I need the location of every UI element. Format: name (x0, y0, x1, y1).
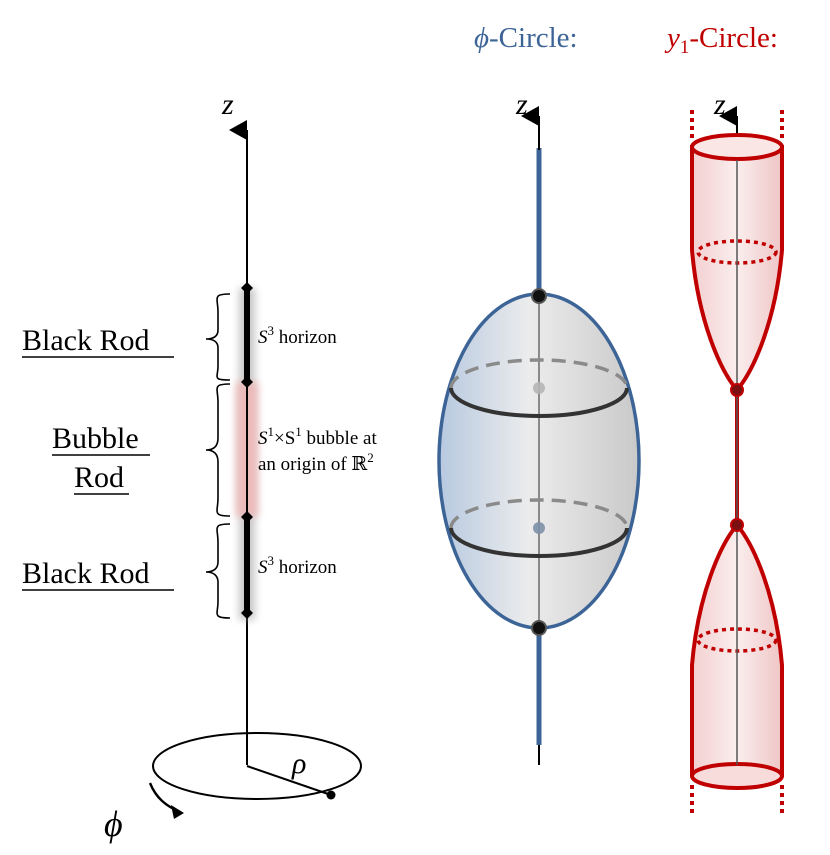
brace-top (205, 293, 231, 381)
bubble-rod-description-line1: S1×S1 bubble at (258, 424, 377, 449)
rod-endpoint (241, 376, 253, 388)
brace-middle (205, 383, 231, 517)
rod-endpoint (241, 282, 253, 294)
y1-circle-title: y1-Circle: (664, 22, 778, 58)
top-rod-description: S3 horizon (258, 323, 337, 348)
z-axis-label: z (221, 88, 234, 121)
black-rod-top-label: Black Rod (22, 324, 150, 357)
y1-lower-node (730, 518, 744, 532)
black-rod-bottom-label: Black Rod (22, 557, 150, 590)
bubble-bottom-pole-dot (531, 620, 547, 636)
brace-bottom (205, 523, 231, 619)
y1-z-axis-label: z (713, 88, 726, 121)
phi-circle-title: ϕ-Circle: (474, 22, 578, 54)
bottom-rod-description: S3 horizon (258, 553, 337, 578)
rho-endpoint-dot (326, 790, 336, 800)
rod-endpoint (241, 607, 253, 619)
phi-arrow-head (171, 805, 184, 819)
upper-section-back (449, 358, 629, 389)
lower-section-back (449, 498, 629, 529)
phi-z-axis-label: z (515, 88, 528, 121)
upper-inner-dot (533, 382, 545, 394)
rod-endpoints (241, 282, 253, 619)
lower-section-front (449, 527, 629, 558)
y1-circle-diagram: y1-Circle: z (664, 22, 784, 815)
rod-braces (205, 293, 231, 619)
y1-upper-node (730, 383, 744, 397)
bubble-rod-label-line2: Rod (74, 461, 124, 494)
upper-cone-rim (690, 133, 784, 161)
phi-label: ϕ (104, 804, 123, 844)
upper-section-front (449, 387, 629, 418)
lower-cone-rim (690, 762, 784, 790)
rod-endpoint (241, 511, 253, 523)
rho-radius-line (246, 765, 332, 796)
lower-inner-dot (533, 522, 545, 534)
phi-circle-diagram: ϕ-Circle: z (437, 22, 641, 765)
rho-label: ρ (291, 747, 306, 780)
base-plane-ellipse (152, 732, 362, 800)
bubble-rod-label-line1: Bubble (52, 422, 139, 455)
left-rod-diagram: z Black Rod Bubble Rod Black Rod (22, 88, 377, 844)
bubble-top-pole-dot (531, 288, 547, 304)
bubble-rod-description-line2: an origin of ℝ2 (258, 450, 374, 475)
